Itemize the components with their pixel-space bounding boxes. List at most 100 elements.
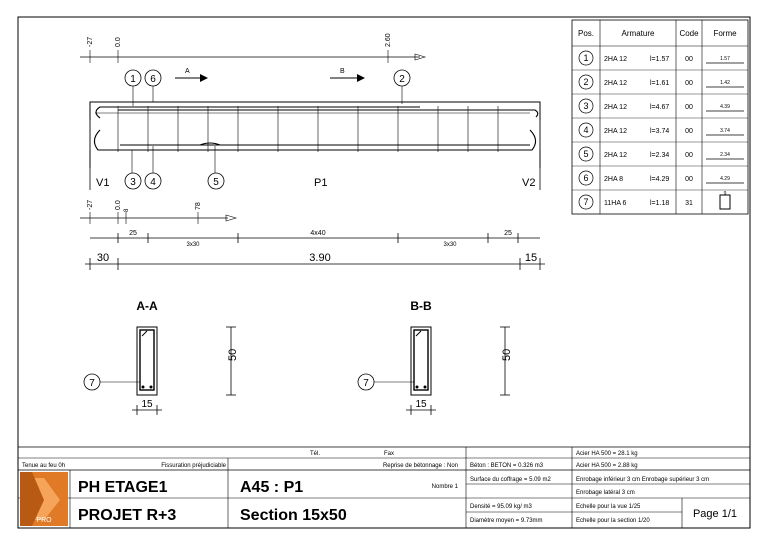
beam-outline <box>89 101 541 168</box>
code-cell: 00 <box>685 128 693 135</box>
forme-label: 1.57 <box>720 56 730 62</box>
section-title: B-B <box>410 299 432 313</box>
bar-callout: 5 <box>207 172 225 190</box>
position-circle <box>578 170 594 186</box>
code-cell: 00 <box>685 80 693 87</box>
table-header: Forme <box>713 29 737 38</box>
svg-text:A: A <box>185 68 190 75</box>
length-cell: l=3.74 <box>650 128 669 135</box>
top-dim-label: 2.60 <box>385 33 392 47</box>
section-width: 15 <box>415 399 427 410</box>
elevation-view <box>80 50 427 63</box>
bar-callout: 1 <box>124 69 142 87</box>
armature-cell: 2HA 12 <box>604 80 627 87</box>
page-number: Page 1/1 <box>693 508 737 520</box>
position-number: 4 <box>583 125 588 135</box>
forme-label: 2.34 <box>720 152 730 158</box>
armature-cell: 2HA 8 <box>604 176 623 183</box>
armature-cell: 2HA 12 <box>604 104 627 111</box>
length-cell: l=4.29 <box>650 176 669 183</box>
fissuration: Fissuration préjudiciable <box>161 463 226 469</box>
bar-callout: 4 <box>144 172 162 190</box>
beton-volume: Béton : BETON = 0.326 m3 <box>470 463 544 469</box>
bar-callout: 3 <box>124 172 142 190</box>
top-dim-label: 0.0 <box>115 37 122 47</box>
svg-text:4: 4 <box>150 177 156 188</box>
section-arrow-b: B <box>330 68 365 82</box>
overall-dimension-line <box>85 258 545 270</box>
tel-label: Tél. <box>310 451 320 457</box>
code-cell: 00 <box>685 56 693 63</box>
spacing-label: 3x30 <box>186 242 200 248</box>
overall-label: 15 <box>525 252 537 264</box>
position-number: 3 <box>583 101 588 111</box>
section-width: 15 <box>141 399 153 410</box>
forme-label: 3.74 <box>720 128 730 134</box>
length-cell: l=4.67 <box>650 104 669 111</box>
section-b-b: B-B 50 15 7 <box>357 299 513 415</box>
section-height: 50 <box>501 349 513 361</box>
position-circle <box>578 98 594 114</box>
position-circle <box>578 50 594 66</box>
position-number: 6 <box>583 173 588 183</box>
position-number: 7 <box>583 197 588 207</box>
position-number: 1 <box>583 53 588 63</box>
spacing-label: 25 <box>129 230 137 237</box>
bottom-reinforcement <box>93 129 537 151</box>
mid-dim-label: 8 <box>124 208 130 212</box>
code-cell: 31 <box>685 200 693 207</box>
beam-name: P1 <box>314 177 327 189</box>
length-cell: l=1.61 <box>650 80 669 87</box>
bar-callout: 7 <box>89 378 95 389</box>
project-level: PH ETAGE1 <box>78 479 168 496</box>
section-arrow-a: A <box>175 68 208 82</box>
svg-text:5: 5 <box>213 177 219 188</box>
top-dim-label: -27 <box>87 37 94 47</box>
scale-view: Echelle pour la vue 1/25 <box>576 504 641 510</box>
svg-text:B: B <box>340 68 345 75</box>
section-title: A-A <box>136 299 158 313</box>
table-header: Armature <box>622 29 655 38</box>
position-circle <box>578 146 594 162</box>
support-right-label: V2 <box>522 177 535 189</box>
mean-diameter: Diamètre moyen = 9.73mm <box>470 518 543 524</box>
position-circle <box>578 194 594 210</box>
bar-callout: 7 <box>363 378 369 389</box>
stirrup-spacing-line <box>90 233 540 243</box>
table-header: Code <box>679 29 699 38</box>
spacing-label: 25 <box>504 230 512 237</box>
support-left-label: V1 <box>96 177 109 189</box>
fire-resistance: Tenue au feu 0h <box>22 463 65 469</box>
position-number: 2 <box>583 77 588 87</box>
mid-dim-label: 0.0 <box>115 200 122 210</box>
svg-text:PRO: PRO <box>36 517 52 524</box>
stirrup-position-dims <box>80 212 238 224</box>
code-cell: 00 <box>685 104 693 111</box>
position-circle <box>578 74 594 90</box>
table-header: Pos. <box>578 29 594 38</box>
table-row: 3 2HA 12 l=4.67 00 4.39 <box>578 98 744 114</box>
svg-text:2: 2 <box>399 74 405 85</box>
position-circle <box>578 122 594 138</box>
armature-cell: 2HA 12 <box>604 152 627 159</box>
scale-section: Echelle pour la section 1/20 <box>576 518 650 524</box>
cover-lateral: Enrobage latéral 3 cm <box>576 490 635 496</box>
forme-label: 4.39 <box>720 104 730 110</box>
position-number: 5 <box>583 149 588 159</box>
armature-cell: 11HA 6 <box>604 200 627 207</box>
formwork-area: Surface du coffrage = 5.09 m2 <box>470 477 551 483</box>
code-cell: 00 <box>685 152 693 159</box>
mid-dim-label: 78 <box>195 202 202 210</box>
element-id: A45 : P1 <box>240 479 303 496</box>
spacing-label: 3x30 <box>443 242 457 248</box>
reprise-betonnage: Reprise de bétonnage : Non <box>383 463 458 469</box>
length-cell: l=1.57 <box>650 56 669 63</box>
